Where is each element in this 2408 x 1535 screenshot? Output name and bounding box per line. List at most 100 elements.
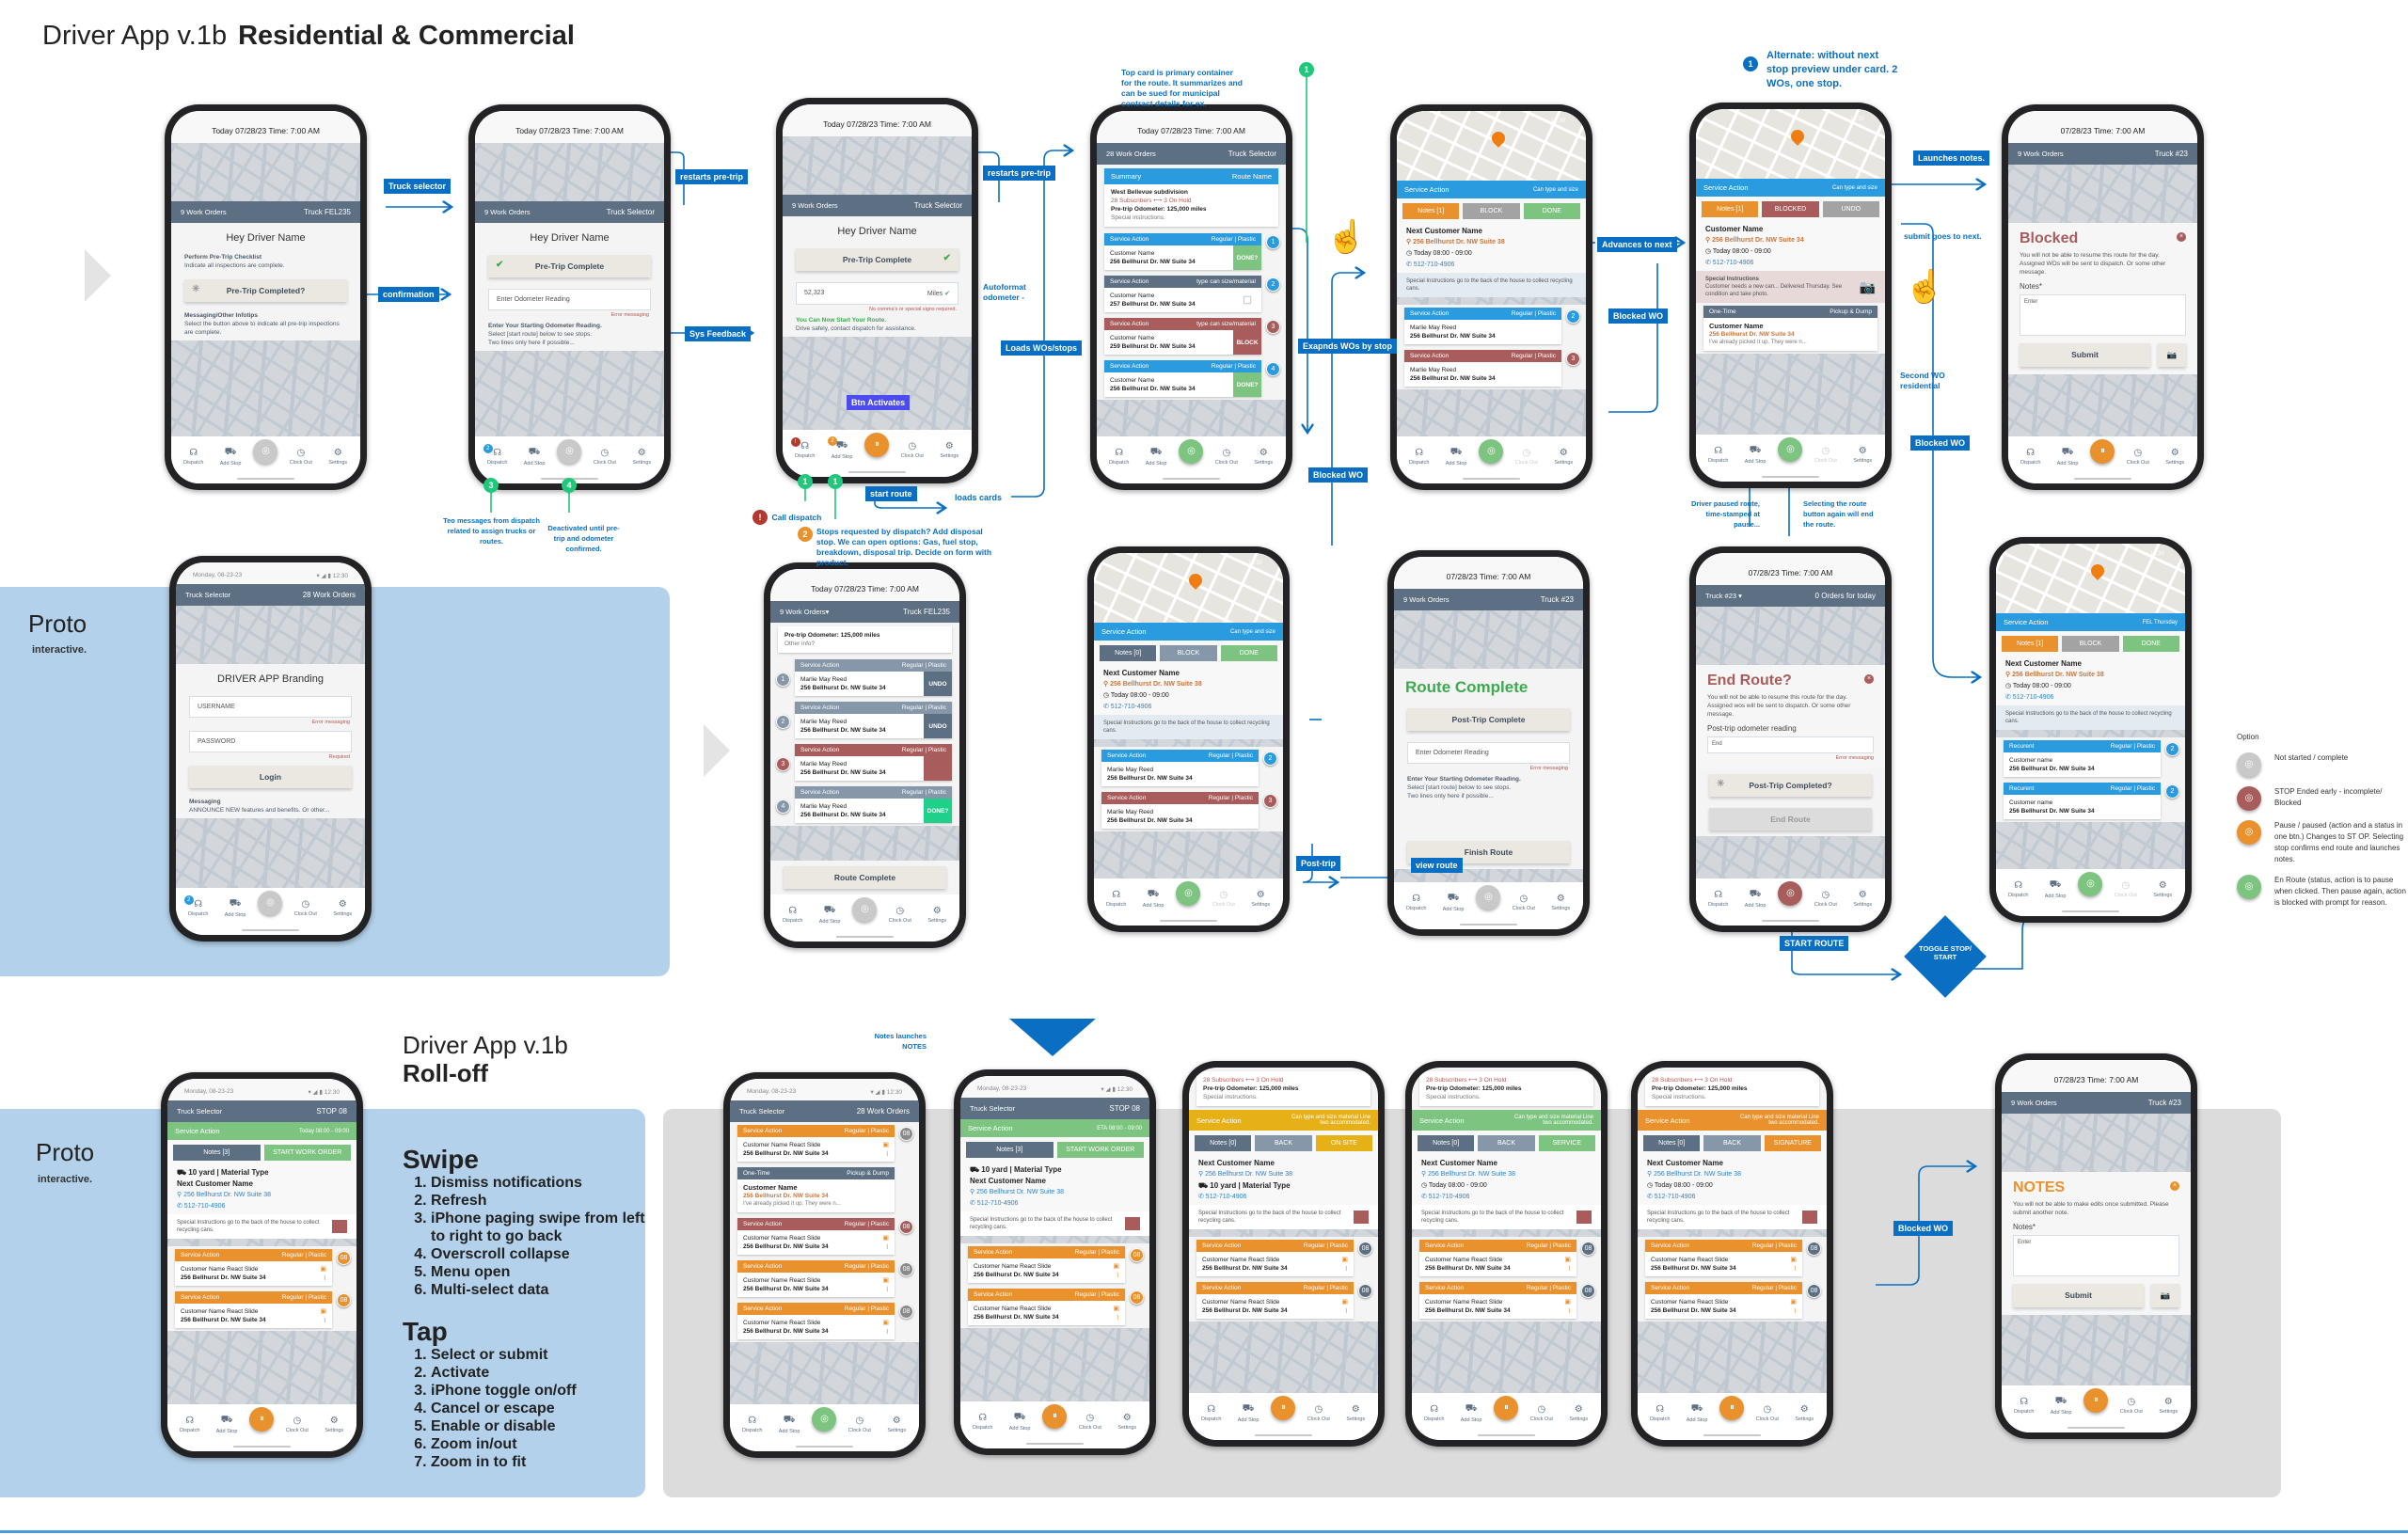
nav-add-stop[interactable]: ⛟Add Stop <box>1442 447 1470 467</box>
nav-clock-out[interactable]: ◷Clock Out <box>2124 448 2152 466</box>
card-action-button[interactable]: BLOCK <box>1233 330 1261 355</box>
nav-settings[interactable]: ⚙Settings <box>935 441 963 459</box>
work-orders-count[interactable]: 9 Work Orders <box>484 208 531 216</box>
route-toggle-button[interactable]: ⏸ <box>1719 1396 1745 1420</box>
nav-add-stop[interactable]: ⛟Add Stop <box>816 905 844 925</box>
nav-dispatch[interactable]: ☊Dispatch <box>1405 448 1434 466</box>
nav-add-stop[interactable]: ⛟Add Stop <box>1741 889 1769 909</box>
route-toggle-button[interactable]: ◎ <box>2078 872 2103 896</box>
work-orders-count[interactable]: 9 Work Orders <box>181 208 227 216</box>
route-toggle-button[interactable]: ◎ <box>1179 439 1204 464</box>
nav-dispatch[interactable]: ☊Dispatch <box>1646 1404 1674 1422</box>
panel-button[interactable]: BLOCKED <box>1762 201 1819 217</box>
info-row[interactable]: ✆ 512-710-4906 <box>1406 261 1455 268</box>
close-icon[interactable]: × <box>1864 674 1874 684</box>
nav-add-stop[interactable]: ⛟Add Stop <box>213 1415 241 1434</box>
nav-settings[interactable]: ⚙Settings <box>2154 1397 2182 1415</box>
photo-thumbnail[interactable] <box>1125 1217 1140 1230</box>
action-button[interactable]: ✔Pre-Trip Complete <box>488 255 651 277</box>
panel-button[interactable]: BACK <box>1478 1135 1535 1151</box>
nav-dispatch[interactable]: ☊Dispatch! <box>790 436 819 459</box>
panel-button[interactable]: UNDO <box>1822 201 1879 217</box>
nav-clock-out[interactable]: ◷Clock Out <box>2112 880 2140 898</box>
nav-add-stop[interactable]: ⛟Add Stop <box>520 447 548 467</box>
route-toggle-button[interactable]: ◎ <box>1476 885 1501 910</box>
info-row[interactable]: ⚲ 256 Bellhurst Dr. NW Suite 38 <box>1421 1171 1516 1178</box>
nav-settings[interactable]: ⚙Settings <box>923 906 951 924</box>
panel-button[interactable]: ON SITE <box>1315 1135 1372 1151</box>
card-action-button[interactable]: DONE? <box>924 799 952 823</box>
photo-thumbnail[interactable] <box>332 1220 347 1233</box>
work-orders-count[interactable]: 9 Work Orders▾ <box>780 608 830 616</box>
info-row[interactable]: ✆ 512-710-4906 <box>1198 1194 1247 1200</box>
work-orders-count[interactable]: Truck Selector <box>970 1104 1016 1113</box>
nav-clock-out[interactable]: ◷Clock Out <box>1812 890 1840 908</box>
nav-add-stop[interactable]: ⛟Add Stop <box>1683 1403 1711 1423</box>
nav-settings[interactable]: ⚙Settings <box>1113 1413 1141 1431</box>
card-action-button[interactable]: UNDO <box>924 672 952 696</box>
nav-dispatch[interactable]: ☊Dispatch <box>1197 1404 1226 1422</box>
panel-button[interactable]: SIGNATURE <box>1764 1135 1821 1151</box>
close-icon[interactable]: × <box>2170 1181 2179 1191</box>
nav-settings[interactable]: ⚙Settings <box>627 448 656 466</box>
street-map[interactable]: 12:30 <box>1397 111 1586 181</box>
panel-button[interactable]: BACK <box>1255 1135 1312 1151</box>
notes-input[interactable]: Enter <box>2020 294 2186 336</box>
nav-add-stop[interactable]: ⛟Add Stop <box>1139 889 1167 909</box>
nav-add-stop[interactable]: ⛟Add Stop <box>2053 447 2082 467</box>
nav-add-stop[interactable]: ⛟Add Stop <box>1439 893 1467 912</box>
nav-clock-out[interactable]: ◷Clock Out <box>283 1416 311 1433</box>
panel-button[interactable]: Notes [0] <box>1643 1135 1701 1151</box>
nav-clock-out[interactable]: ◷Clock Out <box>2117 1397 2146 1415</box>
work-orders-bar[interactable]: 28 Work Orders Truck Selector <box>1097 143 1286 165</box>
route-toggle-button[interactable]: ◎ <box>812 1407 837 1432</box>
nav-clock-out[interactable]: ◷Clock Out <box>898 441 927 459</box>
truck-selector[interactable]: 28 Work Orders <box>302 591 356 599</box>
action-button[interactable]: Login <box>189 766 352 788</box>
work-orders-bar[interactable]: 9 Work Orders▾Truck FEL235 <box>770 601 959 623</box>
nav-dispatch[interactable]: ☊Dispatch <box>2010 1397 2038 1415</box>
nav-dispatch[interactable]: ☊Dispatch <box>1704 446 1733 464</box>
work-orders-bar[interactable]: Truck #23 ▾0 Orders for today <box>1696 585 1885 607</box>
nav-add-stop[interactable]: ⛟Add Stop <box>221 898 249 918</box>
nav-dispatch[interactable]: ☊Dispatch <box>2017 448 2045 466</box>
nav-dispatch[interactable]: ☊Dispatch <box>1420 1404 1449 1422</box>
route-toggle-button[interactable]: ⏸ <box>1042 1404 1068 1429</box>
nav-clock-out[interactable]: ◷Clock Out <box>591 448 619 466</box>
nav-settings[interactable]: ⚙Settings <box>1790 1404 1818 1422</box>
panel-button[interactable]: START WORK ORDER <box>263 1145 351 1161</box>
nav-settings[interactable]: ⚙Settings <box>1249 448 1277 466</box>
nav-clock-out[interactable]: ◷Clock Out <box>886 906 914 924</box>
nav-dispatch[interactable]: ☊Dispatch <box>2004 880 2033 898</box>
nav-settings[interactable]: ⚙Settings <box>1549 448 1577 466</box>
work-orders-count[interactable]: 28 Work Orders <box>1106 150 1156 158</box>
truck-selector[interactable]: Truck Selector <box>1228 150 1276 158</box>
work-orders-count[interactable]: Truck Selector <box>177 1107 223 1116</box>
nav-dispatch[interactable]: ☊Dispatch <box>1102 890 1131 908</box>
photo-thumbnail[interactable] <box>1354 1211 1369 1224</box>
route-toggle-button[interactable]: ◎ <box>1479 439 1504 464</box>
nav-dispatch[interactable]: ☊Dispatch <box>779 906 807 924</box>
info-row[interactable]: ✆ 512-710-4906 <box>177 1203 226 1210</box>
work-orders-count[interactable]: Truck #23 ▾ <box>1705 592 1742 600</box>
